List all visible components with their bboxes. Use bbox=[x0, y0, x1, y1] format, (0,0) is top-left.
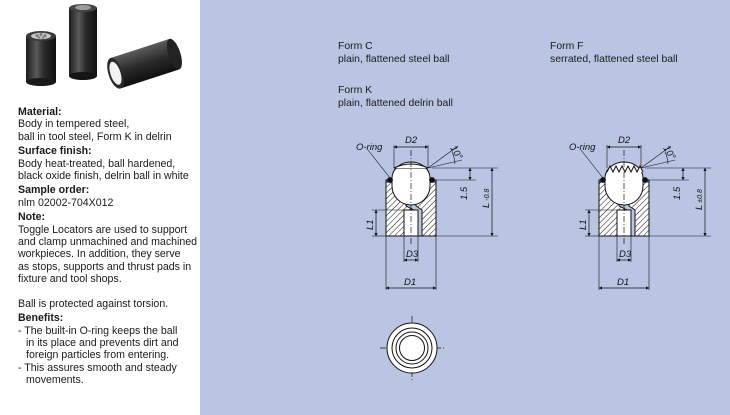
form-c-section-drawing bbox=[367, 145, 498, 290]
product-info: Material: Body in tempered steel, ball i… bbox=[18, 104, 200, 387]
form-f-label: Form F serrated, flattened steel ball bbox=[550, 40, 678, 66]
material-line: Body in tempered steel, bbox=[18, 118, 130, 131]
l1-label-f: L1 bbox=[578, 219, 589, 230]
sample-heading: Sample order: bbox=[18, 184, 90, 197]
l1-label-c: L1 bbox=[365, 219, 376, 230]
d1-label-c: D1 bbox=[404, 277, 416, 288]
sample-value: nlm 02002-704X012 bbox=[18, 196, 114, 209]
spacer bbox=[18, 286, 200, 298]
note-line: and clamp unmachined and machined bbox=[18, 236, 198, 249]
form-f-title: Form F bbox=[550, 41, 584, 52]
h15-label-f: 1.5 bbox=[672, 186, 683, 200]
note-heading: Note: bbox=[18, 211, 46, 224]
d1-label-f: D1 bbox=[617, 277, 629, 288]
angle-label-f: 10° bbox=[660, 144, 677, 162]
note-line: as stops, supports and thrust pads in bbox=[18, 260, 192, 273]
d3-label-f: D3 bbox=[619, 249, 632, 260]
angle-label-c: 10° bbox=[447, 144, 464, 162]
d2-label-c: D2 bbox=[405, 135, 418, 146]
form-k-desc: plain, flattened delrin ball bbox=[338, 98, 453, 109]
form-c-label: Form C plain, flattened steel ball bbox=[338, 40, 450, 66]
ball-note: Ball is protected against torsion. bbox=[18, 297, 169, 310]
d2-label-f: D2 bbox=[618, 135, 631, 146]
form-f-section-drawing bbox=[580, 145, 711, 290]
benefits-heading: Benefits: bbox=[18, 312, 64, 325]
product-photo bbox=[26, 4, 182, 89]
form-c-title: Form C bbox=[338, 41, 373, 52]
benefit-item: - The built-in O-ring keeps the ball in … bbox=[18, 324, 179, 362]
form-k-title: Form K bbox=[338, 85, 373, 96]
material-line: ball in tool steel, Form K in delrin bbox=[18, 130, 172, 143]
benefits-list: - The built-in O-ring keeps the ball in … bbox=[18, 325, 200, 387]
surface-line: black oxide finish, delrin ball in white bbox=[18, 170, 189, 183]
surface-line: Body heat-treated, ball hardened, bbox=[18, 157, 176, 170]
l-label-f: L±0.8 bbox=[694, 189, 705, 210]
form-f-desc: serrated, flattened steel ball bbox=[550, 54, 678, 65]
note-line: fixture and tool shops. bbox=[18, 273, 122, 286]
h15-label-c: 1.5 bbox=[459, 186, 470, 200]
form-k-label: Form K plain, flattened delrin ball bbox=[338, 84, 453, 110]
oring-label-f: O-ring bbox=[569, 142, 596, 153]
benefit-item: - This assures smooth and steady movemen… bbox=[18, 361, 177, 387]
top-view-drawing bbox=[380, 316, 444, 380]
drawing-panel: Form C plain, flattened steel ball Form … bbox=[200, 0, 730, 415]
technical-drawing: O-ring D2 10° 1.5 L-0.8 L1 D3 D1 bbox=[356, 135, 711, 380]
oring-label-c: O-ring bbox=[356, 142, 383, 153]
note-line: workpieces. In addition, they serve bbox=[18, 248, 181, 261]
info-panel: Material: Body in tempered steel, ball i… bbox=[0, 0, 200, 415]
material-heading: Material: bbox=[18, 106, 62, 118]
form-c-desc: plain, flattened steel ball bbox=[338, 54, 450, 65]
d3-label-c: D3 bbox=[406, 249, 419, 260]
surface-heading: Surface finish: bbox=[18, 145, 92, 158]
note-line: Toggle Locators are used to support bbox=[18, 223, 188, 236]
l-label-c: L-0.8 bbox=[481, 189, 492, 208]
